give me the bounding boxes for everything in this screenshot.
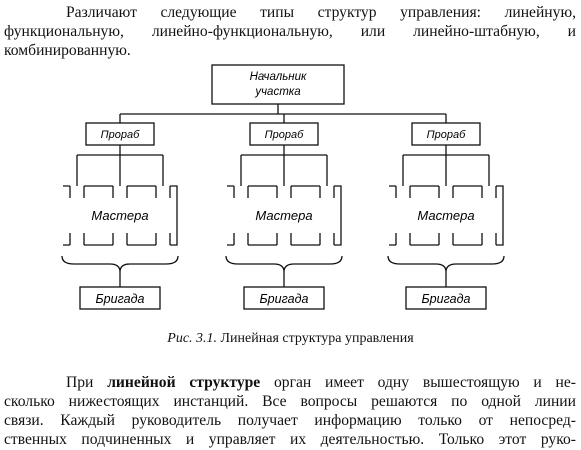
brigade-box bbox=[79, 286, 161, 310]
org-chart-diagram: ПрорабМастераБригадаПрорабМастераБригада… bbox=[61, 64, 505, 310]
body-line-4: ственных подчиненных и управляет их деят… bbox=[4, 431, 576, 448]
masters-label: Мастера bbox=[255, 208, 312, 223]
brigade-label: Бригада bbox=[96, 292, 145, 306]
masters-label: Мастера bbox=[417, 208, 474, 223]
intro-line-2: функциональную, линейно-функциональную, … bbox=[4, 23, 576, 40]
foreman-label: Прораб bbox=[265, 129, 304, 141]
figure-caption: Рис. 3.1. Линейная структура управления bbox=[0, 330, 581, 348]
masters-label: Мастера bbox=[91, 208, 148, 223]
grouping-brace bbox=[387, 255, 505, 273]
intro-line-3: комбинированную. bbox=[4, 42, 131, 59]
brigade-box bbox=[243, 286, 325, 310]
body-line-2: сколько нижестоящих инстанций. Все вопро… bbox=[4, 393, 576, 410]
grouping-brace bbox=[225, 255, 343, 273]
grouping-brace bbox=[61, 255, 179, 273]
foreman-label: Прораб bbox=[427, 129, 466, 141]
body-line-1-end: орган имеет одну вышестоящую и не- bbox=[260, 374, 577, 391]
masters-box bbox=[389, 185, 504, 246]
body-paragraph: При линейной структуре орган имеет одну … bbox=[4, 373, 576, 449]
intro-line-1: Различают следующие типы структур управл… bbox=[66, 4, 576, 21]
head-label-line-1: Начальник bbox=[250, 71, 307, 83]
intro-paragraph: Различают следующие типы структур управл… bbox=[4, 3, 576, 60]
masters-box bbox=[227, 185, 342, 246]
head-label-line-2: участка bbox=[254, 86, 300, 98]
figure-title: Линейная структура управления bbox=[220, 331, 414, 346]
brigade-box bbox=[405, 286, 487, 310]
brigade-label: Бригада bbox=[422, 292, 471, 306]
body-line-1: При линейной структуре орган имеет одну … bbox=[4, 373, 576, 392]
body-line-3: связи. Каждый руководитель получает инфо… bbox=[4, 412, 576, 429]
masters-box bbox=[63, 185, 178, 246]
brigade-label: Бригада bbox=[260, 292, 309, 306]
body-line-1-start: При bbox=[66, 374, 108, 391]
body-line-1-bold-term: линейной структуре bbox=[107, 374, 261, 391]
figure-number: Рис. 3.1. bbox=[167, 331, 218, 346]
foreman-label: Прораб bbox=[101, 129, 140, 141]
